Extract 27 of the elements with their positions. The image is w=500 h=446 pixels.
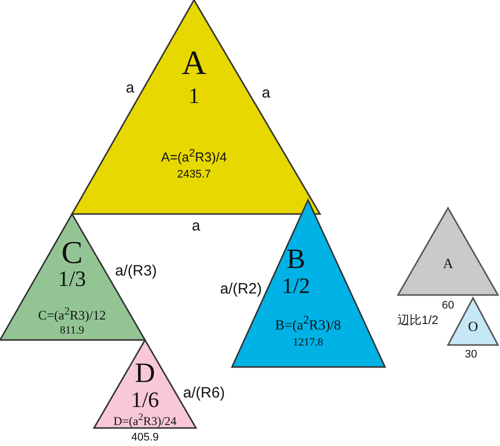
- triangle-letter: O: [468, 321, 478, 335]
- side-length-label: a/(R2): [220, 282, 262, 296]
- side-length-label: a: [126, 80, 134, 96]
- triangle-letter: A: [442, 258, 454, 272]
- side-length-label: a: [192, 218, 200, 234]
- area-formula: B=(a$^{2}$R3)/8: [275, 314, 341, 334]
- ratio-text: 1: [188, 85, 200, 107]
- triangle-letter: D: [134, 360, 156, 388]
- ratio-text: 1/6: [130, 389, 160, 411]
- area-value: 1217.8: [292, 338, 324, 348]
- triangle-letter: A: [182, 47, 206, 81]
- area-formula: A=(a$^{2}$R3)/4: [161, 148, 227, 164]
- ratio-text: 1/3: [58, 268, 86, 290]
- ratio-text: 1/2: [282, 275, 310, 297]
- area-formula: D=(a$^{2}$R3)/24: [113, 413, 177, 427]
- triangle-letter: C: [61, 236, 83, 268]
- triangle-letter: B: [286, 246, 306, 274]
- side-length-label: a/(R3): [115, 264, 157, 278]
- ratio-label: 辺比1/2: [398, 314, 438, 326]
- side-length-label: a/(R6): [183, 386, 225, 400]
- area-value: 2435.7: [177, 170, 211, 180]
- area-value: 811.9: [60, 326, 84, 336]
- side-length-label: a: [262, 86, 270, 100]
- side-length-label: 30: [464, 350, 478, 360]
- side-length-label: 405.9: [131, 432, 159, 444]
- area-formula: C=(a$^{2}$R3)/12: [38, 306, 106, 322]
- side-length-label: 60: [442, 300, 454, 312]
